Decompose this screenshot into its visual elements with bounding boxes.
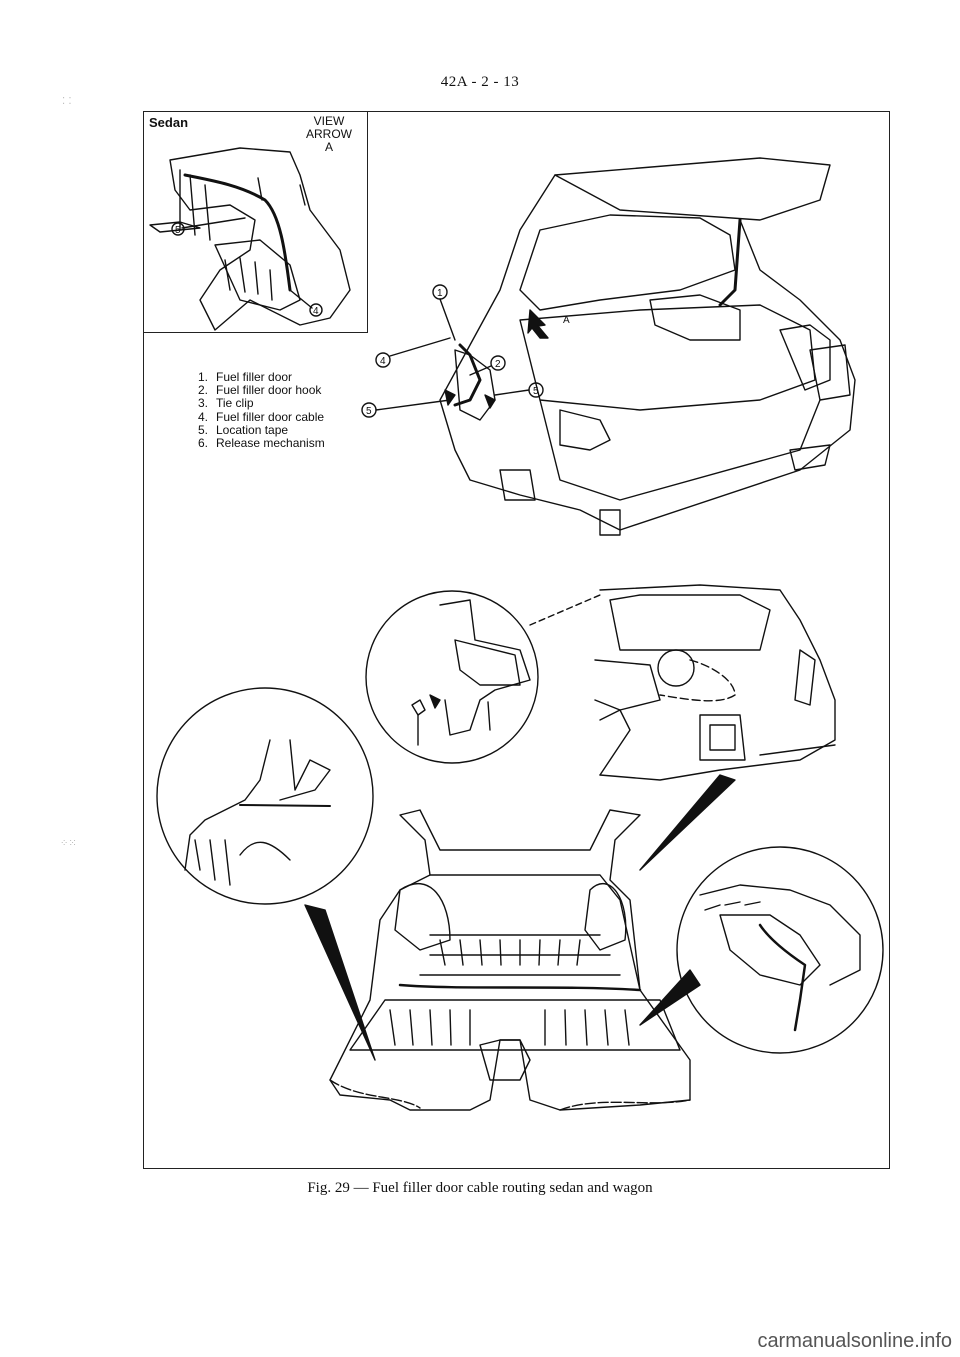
view-arrow-line-2: ARROW [306, 127, 352, 141]
inset-callout-4: 4 [313, 306, 319, 317]
callout-5a: 5 [533, 386, 539, 397]
inset-title: Sedan [149, 115, 189, 130]
callout-5b: 5 [366, 406, 372, 417]
parts-legend: 1.Fuel filler door 2.Fuel filler door ho… [198, 370, 325, 451]
view-arrow-line-1: VIEW [313, 114, 345, 128]
callout-1: 1 [437, 288, 443, 299]
view-a-label: A [563, 315, 570, 326]
page-number: 42A - 2 - 13 [440, 74, 520, 90]
watermark: carmanualsonline.info [757, 1330, 952, 1352]
detail-circle-release-mechanism [365, 590, 601, 764]
cargo-floor-drawing [329, 809, 691, 1111]
legend-item: 4.Fuel filler door cable [198, 409, 325, 424]
figure-frame: Sedan VIEW ARROW A 1.Fuel filler door 2.… [143, 111, 890, 1169]
legend-item: 5.Location tape [198, 422, 289, 437]
callout-4: 4 [380, 356, 386, 367]
wagon-rear-drawing [594, 584, 836, 781]
legend-item: 2.Fuel filler door hook [198, 383, 322, 398]
callout-2: 2 [495, 359, 501, 370]
figure-caption: Fig. 29 — Fuel filler door cable routing… [307, 1180, 653, 1196]
pointer-wedge-right [639, 969, 701, 1026]
detail-circle-left [156, 687, 374, 905]
legend-item: 1.Fuel filler door [198, 370, 293, 384]
detail-circle-right [676, 846, 884, 1054]
scan-mark-icon: ⁘⁙ [60, 838, 77, 849]
legend-item: 3.Tie clip [198, 396, 254, 411]
inset-callout-5: 5 [175, 225, 181, 236]
pointer-wedge-top-right [639, 774, 736, 871]
legend-item: 6.Release mechanism [198, 436, 325, 451]
view-arrow-line-3: A [324, 140, 333, 154]
main-callouts [361, 284, 544, 418]
view-arrow-a-icon [527, 309, 549, 339]
pointer-wedge-left [304, 904, 376, 1061]
inset-quarter-panel-drawing [149, 147, 351, 331]
scan-mark-icon: ⁚ ⁚ [62, 96, 72, 107]
hatchback-rear-drawing [439, 157, 856, 536]
sedan-inset: Sedan VIEW ARROW A [144, 112, 368, 333]
view-arrow-label: VIEW ARROW A [294, 115, 364, 154]
